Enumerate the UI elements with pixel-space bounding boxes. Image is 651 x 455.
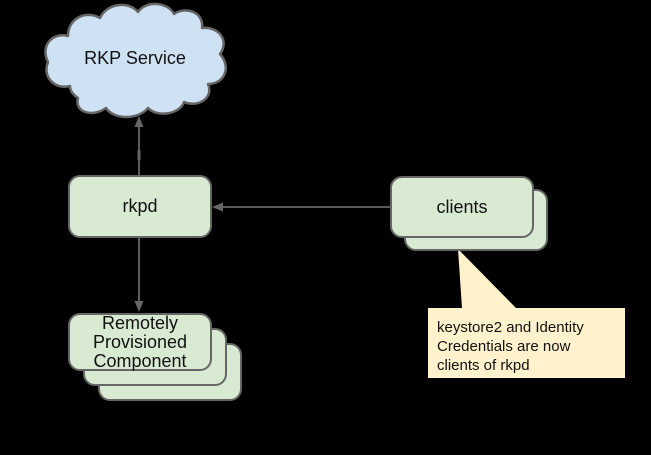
node-component-label: Remotely Provisioned Component [92,312,188,371]
node-component: Remotely Provisioned Component [68,313,212,371]
arrowhead-left-icon [212,202,223,212]
callout-note: keystore2 and Identity Credentials are n… [428,308,625,378]
cloud-label: RKP Service [84,48,186,68]
arrowhead-up-icon [134,116,144,127]
node-clients: clients [390,176,534,238]
node-rkpd: rkpd [68,175,212,238]
callout-text: keystore2 and Identity Credentials are n… [437,319,584,374]
callout-tail [458,249,516,308]
arrowhead-down-icon [134,301,144,312]
node-rkpd-label: rkpd [122,196,158,216]
node-clients-label: clients [436,196,488,217]
